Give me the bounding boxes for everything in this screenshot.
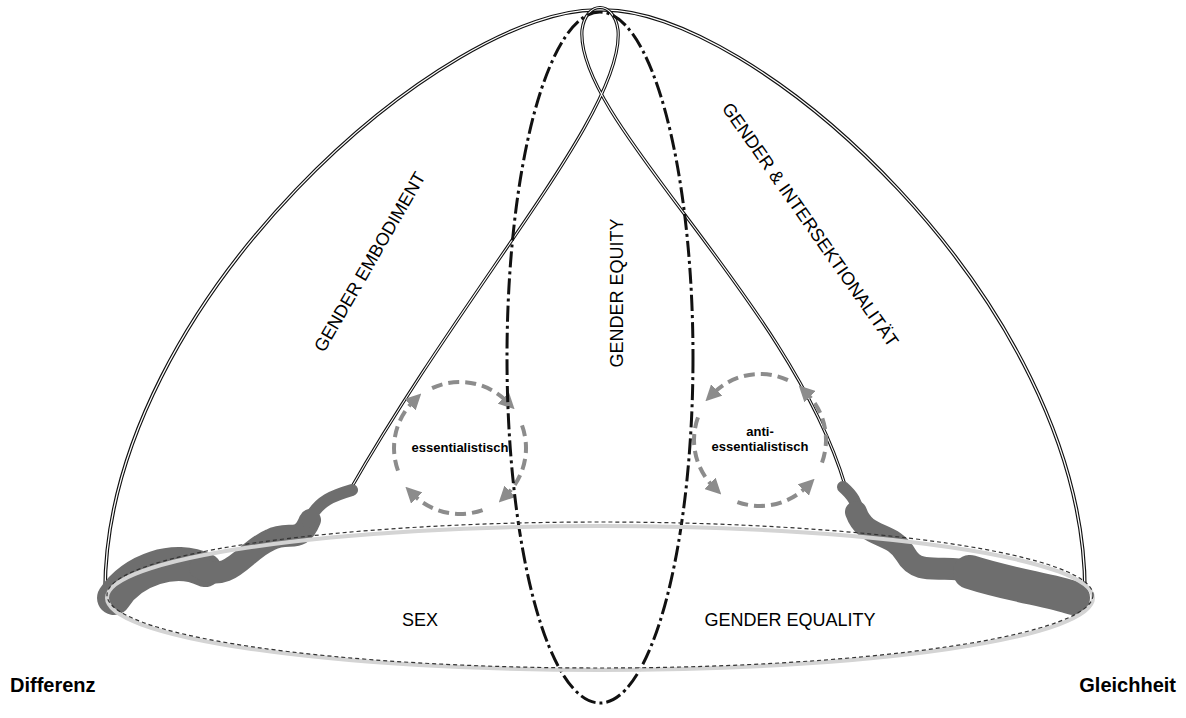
region-label: GENDER & INTERSEKTIONALITÄT [717, 99, 902, 351]
cycle-arrow [413, 495, 482, 514]
ribbon-segment [970, 572, 1073, 598]
cycle-arrows [394, 374, 826, 514]
dash-dot-ellipse [507, 12, 693, 703]
outer-cone-gap [105, 10, 1085, 592]
equity-ellipse: GENDER EQUITY [505, 10, 695, 705]
region-label: GENDER EMBODIMENT [310, 168, 430, 355]
node-text: GENDER EQUITY [607, 218, 628, 367]
cycle-label: essentialistisch [412, 441, 509, 456]
inner-loop-gap [350, 8, 845, 491]
node-text: GENDER EQUALITY [704, 610, 875, 631]
node-outline [105, 520, 1095, 670]
axis-end-label: Gleichheit [1079, 674, 1176, 697]
cycle-arrow [394, 401, 413, 470]
axis-end-label: Differenz [10, 674, 96, 697]
ellipse-shadow [107, 526, 1093, 670]
cycle [394, 382, 526, 514]
dashed-ellipse [107, 522, 1093, 668]
right-ribbon [843, 487, 1073, 598]
cycle-arrow [807, 393, 826, 462]
cycle-arrow [737, 487, 806, 506]
outer-cone-line [105, 10, 1085, 592]
cycle-arrow [713, 374, 788, 393]
node-outline [505, 10, 695, 705]
cycle-arrow [694, 417, 713, 486]
node-text: SEX [402, 610, 438, 631]
cycle-label: anti- essentialistisch [701, 425, 819, 455]
inner-loop-line [350, 8, 845, 491]
left-ribbon [114, 490, 352, 598]
cycle [694, 374, 826, 506]
base-ellipse: SEX GENDER EQUALITY [105, 520, 1095, 670]
ribbon-segment [308, 490, 352, 522]
cycle-arrow [432, 382, 507, 401]
